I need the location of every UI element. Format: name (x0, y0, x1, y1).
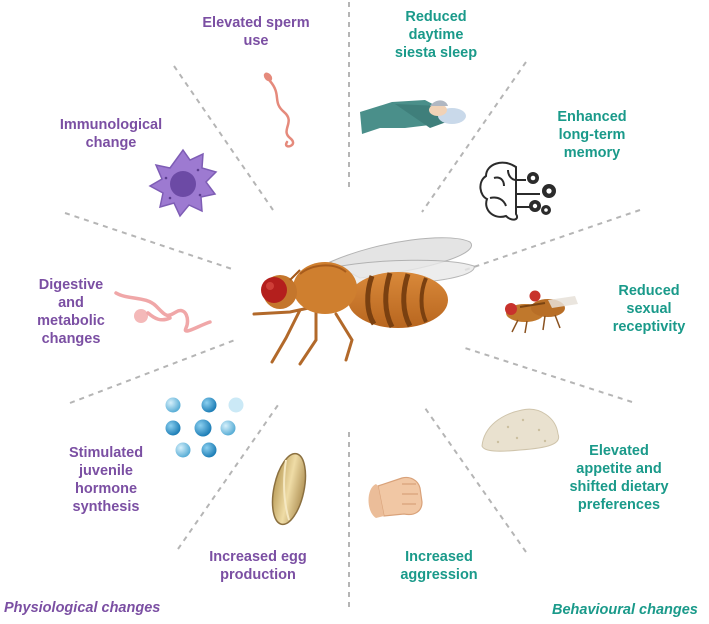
hormone-molecules-icon (165, 397, 244, 458)
label-increased-aggression: Increased aggression (400, 549, 478, 583)
sperm-icon (263, 72, 295, 148)
fruit-fly-icon (252, 237, 475, 366)
mating-flies-icon (505, 290, 578, 334)
heading-behavioural-changes: Behavioural changes (552, 602, 698, 618)
fist-icon (368, 476, 423, 518)
label-juvenile-hormone-synthesis: Stimulated juvenile hormone synthesis (68, 445, 144, 515)
divider-lower-right (464, 347, 633, 403)
sleeping-figure-icon (360, 100, 466, 134)
egg-icon (271, 452, 307, 526)
label-increased-egg-production: Increased egg production (209, 549, 307, 583)
label-digestive-metabolic-changes: Digestive and metabolic changes (37, 277, 105, 347)
heading-physiological-changes: Physiological changes (4, 600, 161, 616)
brain-gears-icon (479, 161, 556, 221)
label-elevated-sperm-use: Elevated sperm use (202, 15, 310, 49)
food-pile-icon (481, 408, 560, 452)
divider-upper-right (464, 209, 641, 271)
label-immunological-change: Immunological change (59, 117, 163, 151)
label-reduced-siesta-sleep: Reduced daytime siesta sleep (394, 9, 478, 61)
gut-icon (114, 291, 212, 333)
label-reduced-sexual-receptivity: Reduced sexual receptivity (612, 283, 686, 335)
divider-lower-left (69, 339, 236, 404)
immune-cell-icon (148, 148, 218, 218)
divider-top-right (421, 61, 527, 213)
label-enhanced-long-term-memory: Enhanced long-term memory (557, 109, 627, 161)
divider-spokes (64, 2, 641, 610)
label-elevated-appetite-dietary-preferences: Elevated appetite and shifted dietary pr… (569, 443, 669, 513)
divider-upper-left (64, 212, 236, 271)
